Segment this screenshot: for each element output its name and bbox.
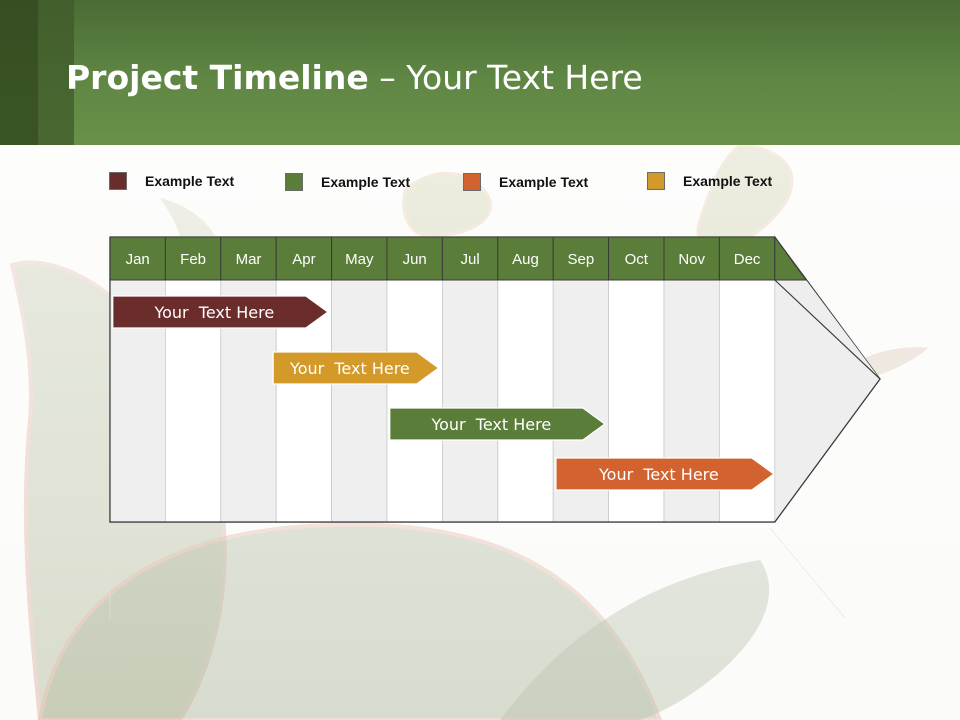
title-banner: Project Timeline – Your Text Here — [0, 0, 960, 145]
legend-swatch — [647, 172, 665, 190]
legend-label: Example Text — [145, 173, 235, 189]
legend-item: Example Text — [463, 171, 588, 193]
task-label: Your Text Here — [598, 465, 719, 484]
task-label: Your Text Here — [430, 415, 551, 434]
banner-accent-stripe — [38, 0, 74, 145]
task-bar — [272, 351, 440, 385]
month-label: Nov — [678, 251, 705, 268]
month-header-cell — [552, 236, 610, 281]
month-header-cell — [331, 236, 388, 281]
month-header-cell — [663, 236, 720, 281]
task-bar — [389, 407, 606, 441]
month-label: Feb — [180, 251, 206, 268]
month-header-cell — [220, 236, 277, 281]
timeline-arrow-tip — [774, 280, 880, 522]
month-label: Aug — [512, 251, 539, 268]
month-header-cell — [275, 236, 333, 281]
month-column — [497, 279, 554, 523]
task-label: Your Text Here — [153, 303, 274, 322]
banner-accent-stripe — [0, 0, 38, 145]
legend-swatch — [285, 173, 303, 191]
legend-swatch — [109, 172, 127, 190]
month-column — [441, 279, 499, 523]
month-header-cell — [497, 236, 554, 281]
month-header-cell — [441, 236, 499, 281]
legend-item: Example Text — [647, 170, 772, 192]
month-header-cell — [386, 236, 443, 281]
month-label: Sep — [568, 251, 595, 268]
timeline-outline — [109, 237, 881, 523]
month-column — [386, 279, 443, 523]
month-header-cell — [164, 236, 222, 281]
month-label: Dec — [734, 251, 761, 268]
legend-label: Example Text — [321, 174, 411, 190]
arrow-header-tip — [774, 235, 807, 281]
month-label: Jul — [461, 251, 480, 268]
task-bar — [555, 457, 775, 491]
month-column — [331, 279, 388, 523]
legend-item: Example Text — [285, 171, 410, 193]
month-label: Oct — [625, 251, 649, 268]
month-label: Mar — [236, 251, 262, 268]
month-label: Apr — [292, 251, 315, 268]
legend-swatch — [463, 173, 481, 191]
task-bar — [112, 295, 329, 329]
legend-item: Example Text — [109, 170, 234, 192]
legend-label: Example Text — [683, 173, 773, 189]
month-label: Jun — [403, 251, 427, 268]
legend-label: Example Text — [499, 174, 589, 190]
task-label: Your Text Here — [289, 359, 410, 378]
slide-title-rest: – Your Text Here — [368, 58, 643, 97]
slide-title: Project Timeline – Your Text Here — [66, 58, 643, 97]
month-label: Jan — [126, 251, 150, 268]
slide-title-bold: Project Timeline — [66, 58, 369, 97]
month-label: May — [345, 251, 374, 268]
